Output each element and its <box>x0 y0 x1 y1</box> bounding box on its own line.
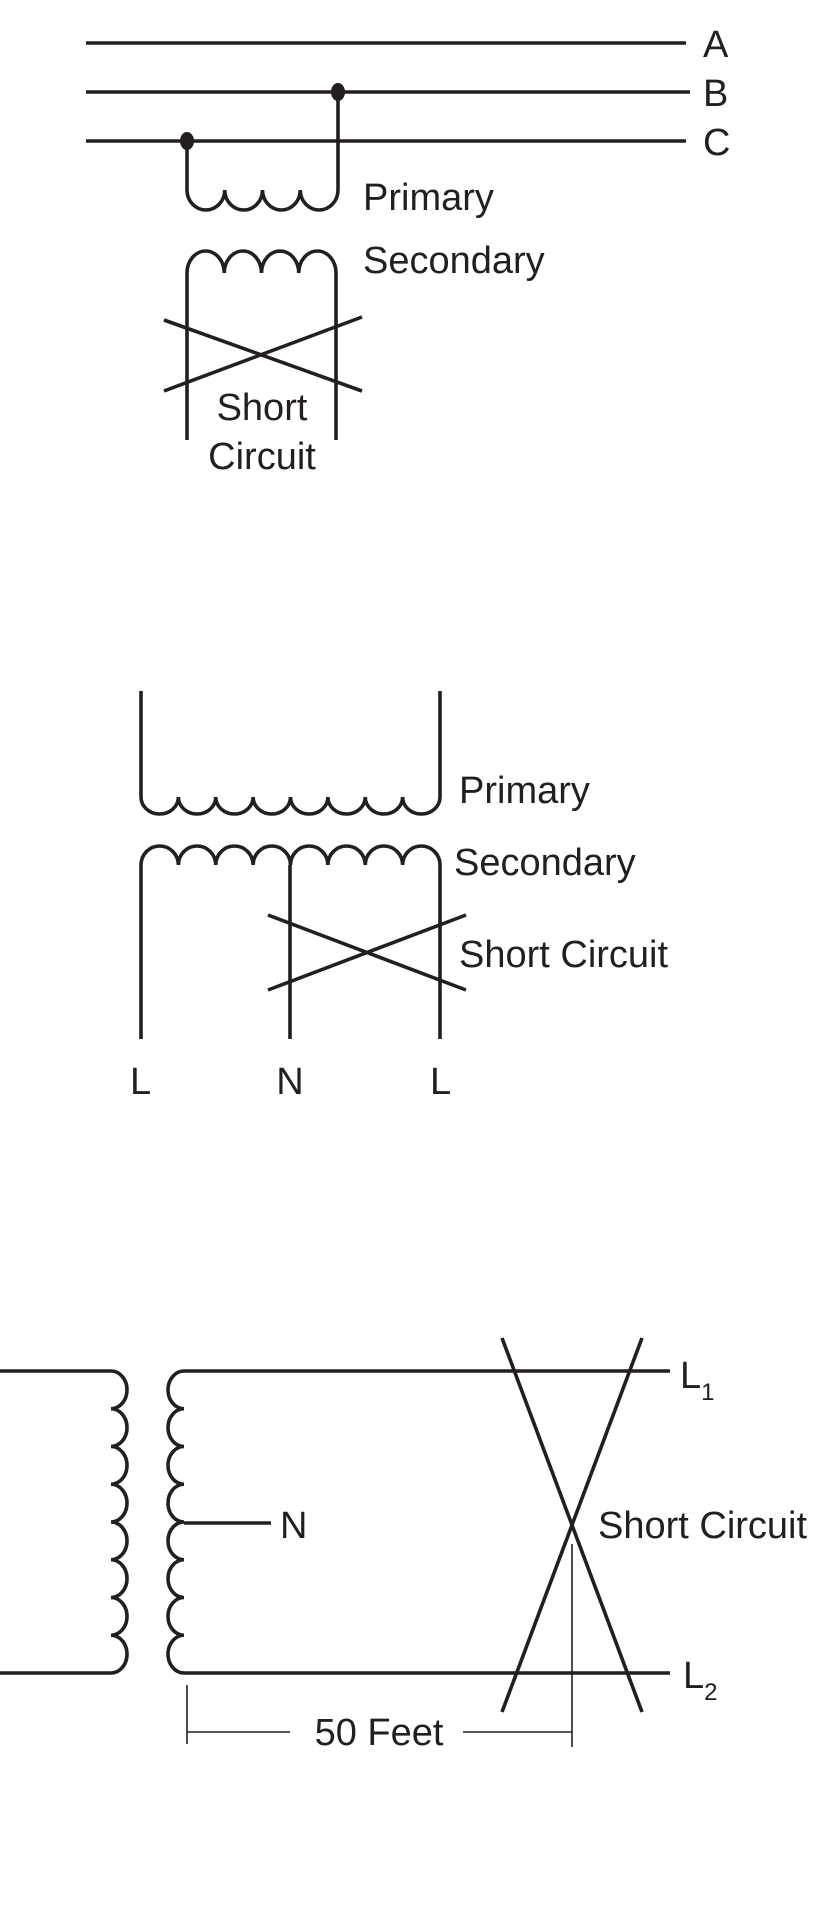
primary-coil <box>185 92 340 212</box>
short-circuit-label: Short Circuit <box>459 934 668 976</box>
secondary-coil <box>185 249 338 440</box>
short-cross-line <box>163 315 363 393</box>
short-circuit-label: Circuit <box>208 436 316 478</box>
line2-label: L2 <box>683 1655 718 1706</box>
distance-label: 50 Feet <box>315 1712 444 1754</box>
diagram-fault-distance: 50 Feet N L1 L2 Short Circuit <box>0 1337 807 1754</box>
short-cross-line <box>500 1337 644 1713</box>
line1-label: L1 <box>680 1355 715 1406</box>
primary-label: Primary <box>459 770 590 812</box>
phase-a-label: A <box>703 24 729 66</box>
secondary-label: Secondary <box>454 842 636 884</box>
diagram-single-phase-center-tap: Primary Secondary Short Circuit L N L <box>130 691 668 1103</box>
terminal-n: N <box>276 1061 303 1103</box>
primary-label: Primary <box>363 177 494 219</box>
primary-coil <box>0 1369 129 1675</box>
short-cross-line <box>267 913 467 992</box>
terminal-l-left: L <box>130 1061 151 1103</box>
diagram-three-phase: A B C Primary Secondary Short Circuit <box>86 24 730 478</box>
phase-b-label: B <box>703 73 728 115</box>
secondary-label: Secondary <box>363 240 545 282</box>
primary-coil <box>139 691 442 816</box>
terminal-l-right: L <box>430 1061 451 1103</box>
phase-c-label: C <box>703 122 730 164</box>
short-circuit-label: Short Circuit <box>598 1505 807 1547</box>
neutral-label: N <box>280 1505 307 1547</box>
short-circuit-label: Short <box>217 387 308 429</box>
